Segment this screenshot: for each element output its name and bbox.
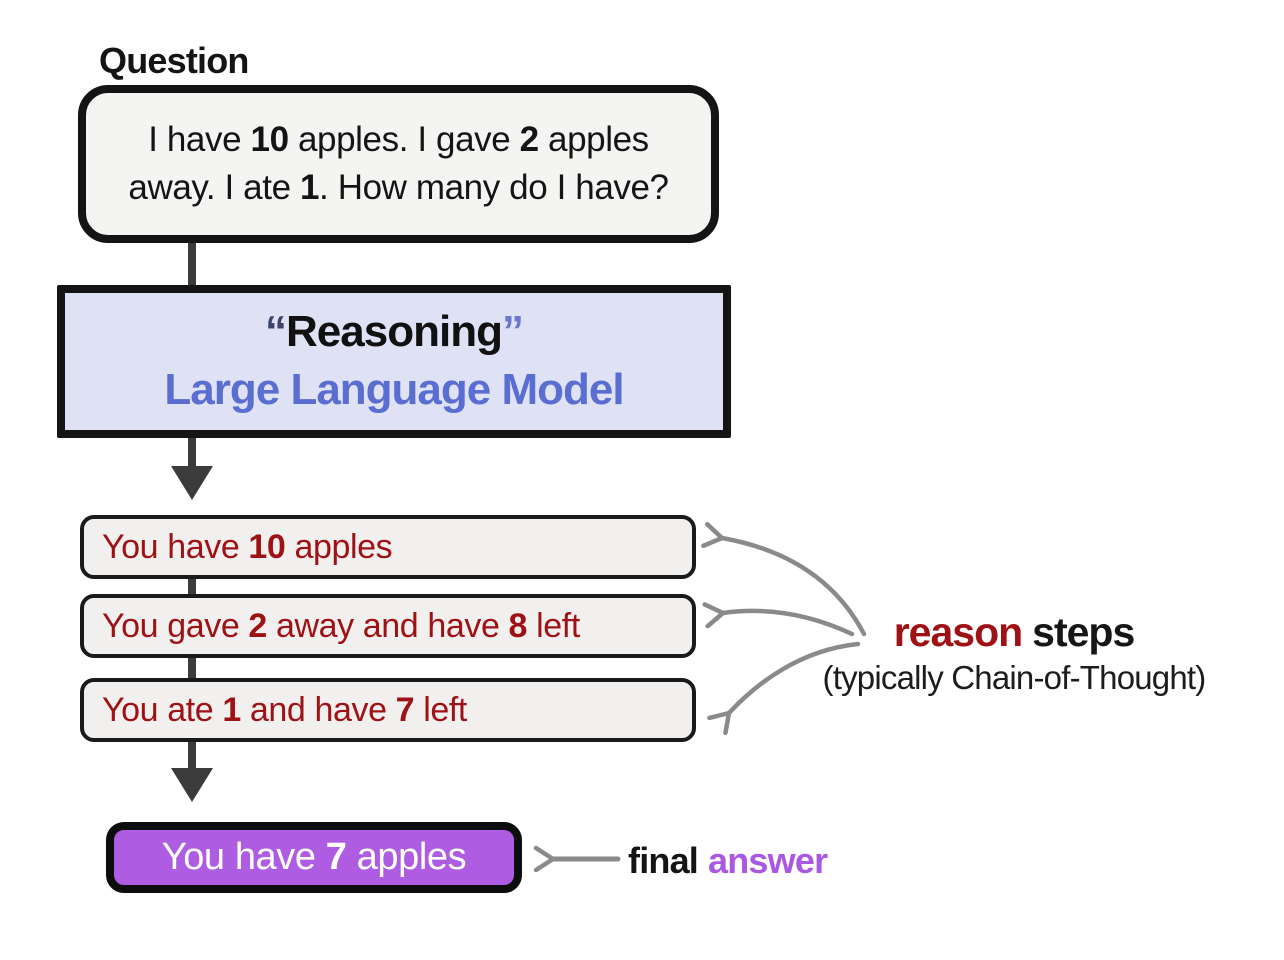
open-quote: “ xyxy=(265,307,287,356)
reason-step-3: You ate 1 and have 7 left xyxy=(80,678,696,742)
question-box: I have 10 apples. I gave 2 apples away. … xyxy=(78,85,719,243)
question-number: 10 xyxy=(250,120,290,159)
step-text-part: You ate xyxy=(102,690,223,729)
llm-title-text: Reasoning xyxy=(286,307,503,356)
step-number: 10 xyxy=(248,527,286,566)
close-quote: ” xyxy=(501,307,524,356)
llm-title: “Reasoning” xyxy=(265,307,524,357)
llm-subtitle: Large Language Model xyxy=(164,365,624,414)
final-text-part: apples xyxy=(346,836,467,878)
step-text-part: left xyxy=(527,606,580,645)
final-answer-word-2: answer xyxy=(708,840,828,881)
question-text-line-2: away. I ate 1. How many do I have? xyxy=(128,164,669,212)
question-text-part: away. I ate xyxy=(128,168,300,207)
step-text-part: left xyxy=(414,690,467,729)
question-text-part: I have xyxy=(148,120,251,159)
question-number: 2 xyxy=(519,120,539,159)
step-text-part: apples xyxy=(285,527,393,566)
arrowhead-llm-to-steps xyxy=(171,466,213,500)
question-text-part: apples. I gave xyxy=(288,120,520,159)
step-text-part: away and have xyxy=(266,606,509,645)
question-label: Question xyxy=(99,40,249,81)
step-text-part: You gave xyxy=(102,606,249,645)
reason-steps-subtitle: (typically Chain-of-Thought) xyxy=(822,659,1207,696)
question-text-line-1: I have 10 apples. I gave 2 apples xyxy=(148,116,649,164)
final-answer-word-1: final xyxy=(628,840,699,881)
step-number: 2 xyxy=(248,606,267,645)
question-number: 1 xyxy=(299,168,320,207)
step-text-part: and have xyxy=(240,690,396,729)
step-number: 1 xyxy=(222,690,241,729)
step-number: 8 xyxy=(508,606,528,645)
reason-step-2: You gave 2 away and have 8 left xyxy=(80,594,696,658)
question-text-part: apples xyxy=(538,120,649,159)
reason-steps-rest: steps xyxy=(1032,609,1135,655)
llm-box: “Reasoning” Large Language Model xyxy=(57,285,731,438)
reason-steps-highlight: reason xyxy=(893,609,1023,655)
final-number: 7 xyxy=(325,836,347,878)
final-answer-box: You have 7 apples xyxy=(106,822,522,893)
question-text-part: . How many do I have? xyxy=(319,168,669,207)
arrowhead-step3-to-final xyxy=(171,768,213,802)
reason-step-1: You have 10 apples xyxy=(80,515,696,579)
step-number: 7 xyxy=(395,690,415,729)
final-text-part: You have xyxy=(161,836,326,878)
step-text-part: You have xyxy=(102,527,249,566)
